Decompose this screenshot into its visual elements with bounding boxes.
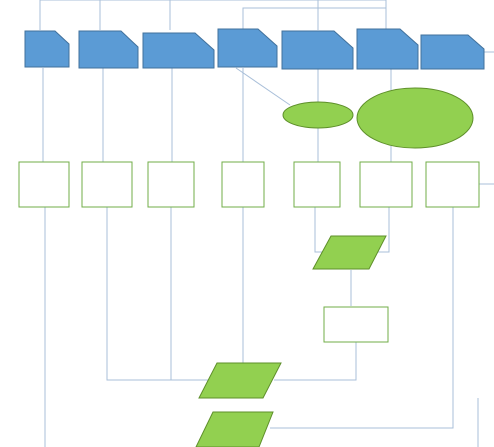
- box-8[interactable]: [323, 306, 389, 343]
- card-5[interactable]: [281, 30, 354, 70]
- connector-box5-para1: [314, 207, 322, 253]
- connectors: [39, 0, 494, 447]
- ellipses: [282, 87, 474, 149]
- parallelograms: [195, 235, 387, 447]
- box-5[interactable]: [293, 161, 341, 208]
- boxes: [18, 161, 480, 343]
- connector-box7-para3: [270, 207, 454, 429]
- connector-card4-ellipse: [235, 67, 291, 106]
- card-2[interactable]: [78, 30, 139, 69]
- card-1[interactable]: [24, 30, 70, 68]
- card-3[interactable]: [142, 32, 215, 69]
- connector-box6-para1: [378, 207, 390, 253]
- box-7[interactable]: [425, 161, 480, 208]
- box-6[interactable]: [359, 161, 413, 208]
- card-7[interactable]: [420, 34, 485, 70]
- cards: [24, 28, 485, 70]
- ellipse-large[interactable]: [356, 87, 474, 149]
- ellipse-small[interactable]: [282, 101, 354, 129]
- box-3[interactable]: [147, 161, 195, 208]
- parallelogram-1[interactable]: [312, 235, 387, 270]
- connector-top-bus: [39, 0, 387, 30]
- card-4[interactable]: [217, 28, 278, 68]
- connector-box8-bus: [274, 342, 357, 381]
- parallelogram-3[interactable]: [195, 411, 274, 447]
- box-1[interactable]: [18, 161, 70, 208]
- box-4[interactable]: [221, 161, 265, 208]
- box-2[interactable]: [81, 161, 133, 208]
- parallelogram-2[interactable]: [198, 362, 282, 399]
- card-6[interactable]: [356, 28, 419, 70]
- connector-box2-bus: [106, 207, 210, 381]
